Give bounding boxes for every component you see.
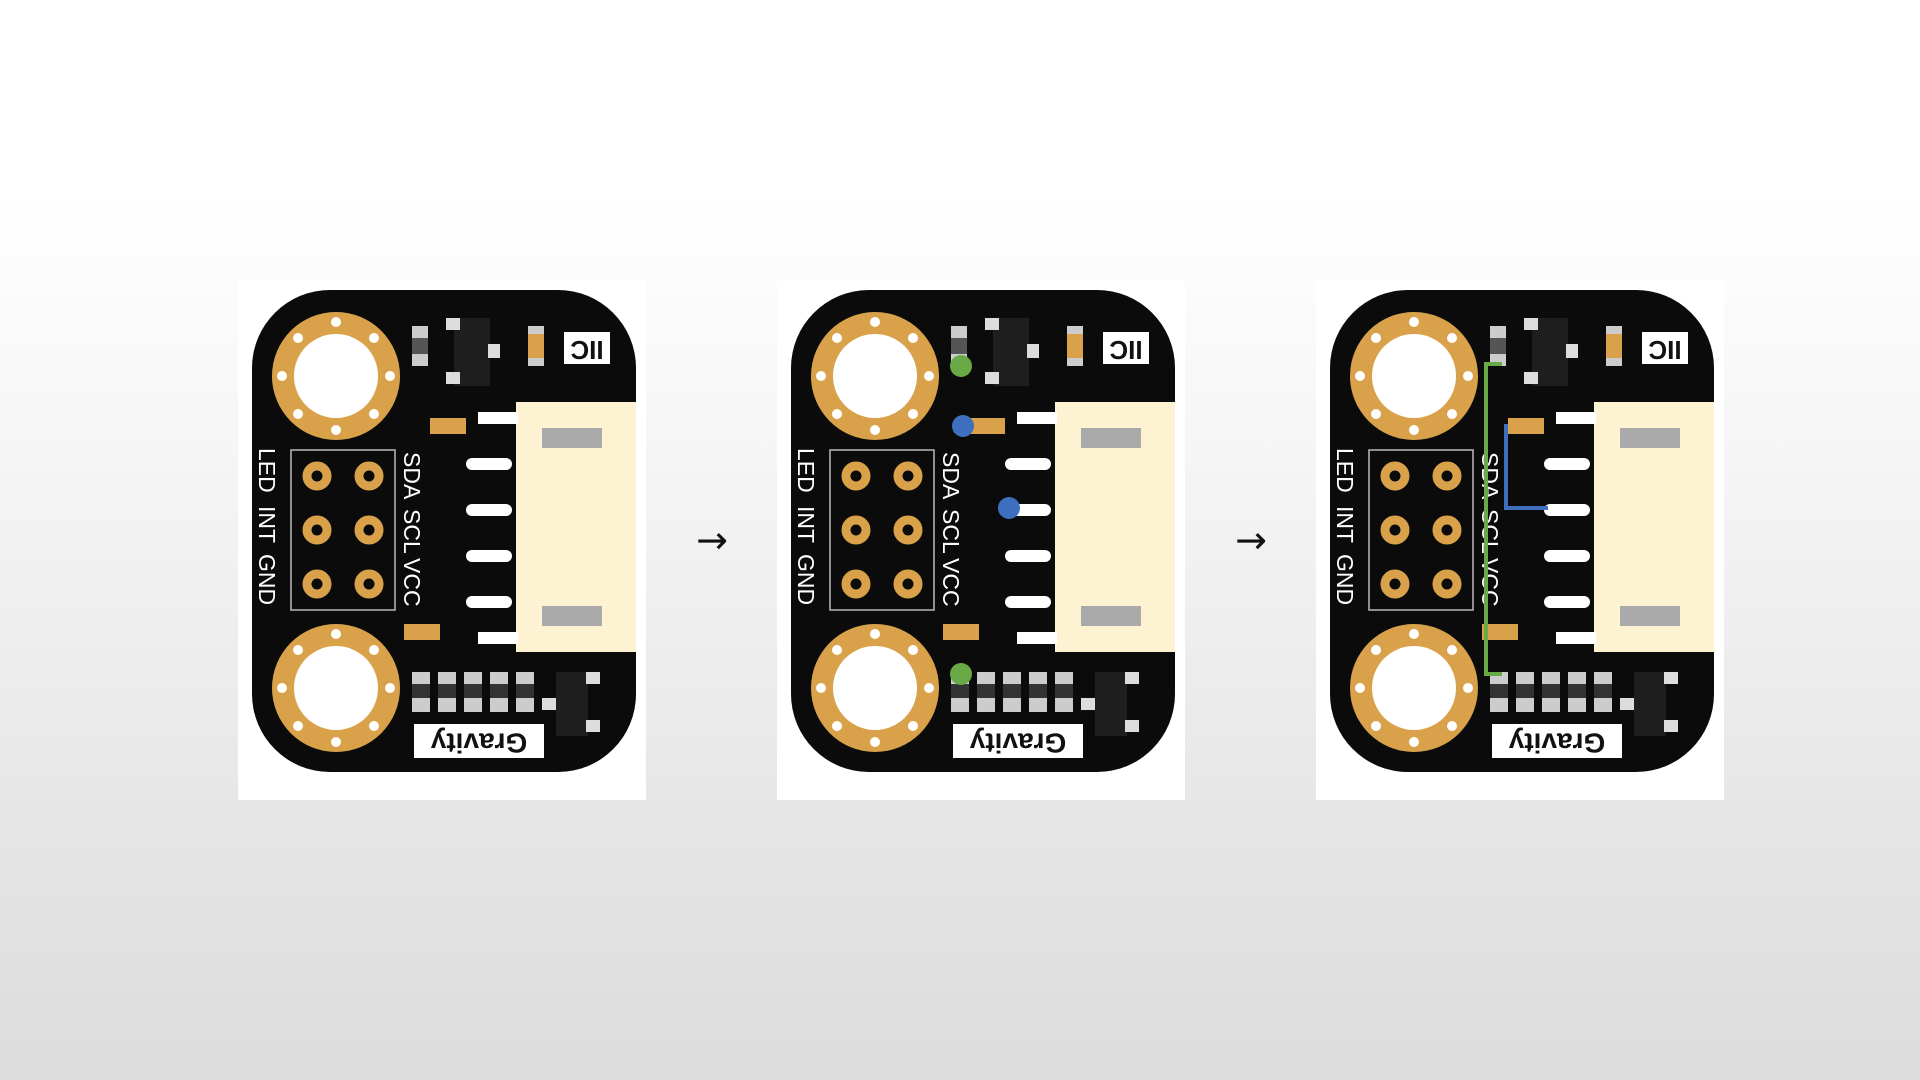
iic-label-box — [1103, 332, 1149, 364]
header-pads — [1380, 461, 1462, 599]
arrow-2: → — [1235, 518, 1267, 562]
iic-label: IIC — [1109, 335, 1142, 365]
mounting-hole-top — [272, 312, 400, 440]
header-outline — [1368, 449, 1474, 611]
label-int: INT — [254, 506, 280, 543]
gravity-label: Gravity — [1508, 728, 1605, 759]
label-vcc: VCC — [938, 558, 964, 607]
label-sda: SDA — [938, 452, 964, 500]
resistor-bottom — [1482, 624, 1518, 640]
label-scl: SCL — [399, 509, 425, 554]
label-vcc: VCC — [399, 558, 425, 607]
header-outline — [829, 449, 935, 611]
jst-connector — [1005, 402, 1175, 652]
header-outline — [290, 449, 396, 611]
gravity-label: Gravity — [430, 728, 527, 759]
mounting-hole-top — [1350, 312, 1478, 440]
board-panel-step-3: LED INT GND SDA SCL VCC IIC — [1316, 280, 1724, 800]
label-scl: SCL — [1477, 509, 1503, 554]
mounting-hole-bottom — [1350, 624, 1478, 752]
label-scl: SCL — [938, 509, 964, 554]
resistor-bottom — [404, 624, 440, 640]
header-pads — [302, 461, 384, 599]
green-marker-bottom — [950, 663, 972, 685]
label-int: INT — [793, 506, 819, 543]
top-components — [412, 318, 544, 386]
resistor-top — [430, 418, 466, 434]
blue-wire — [1504, 424, 1548, 510]
arrow-1: → — [696, 518, 728, 562]
label-sda: SDA — [399, 452, 425, 500]
label-gnd: GND — [1332, 554, 1358, 605]
iic-label-box — [1642, 332, 1688, 364]
jst-connector — [466, 402, 636, 652]
label-led: LED — [793, 448, 819, 493]
green-wire — [1484, 362, 1502, 676]
iic-label: IIC — [570, 335, 603, 365]
gravity-label-box — [953, 724, 1083, 758]
jst-connector — [1544, 402, 1714, 652]
sensor-board-1: LED INT GND SDA SCL VCC IIC — [252, 290, 636, 772]
header-pads — [841, 461, 923, 599]
sensor-board-2: LED INT GND SDA SCL VCC IIC — [791, 290, 1175, 772]
label-sda: SDA — [1477, 452, 1503, 500]
blue-marker-top — [952, 415, 974, 437]
resistor-top — [1508, 418, 1544, 434]
label-gnd: GND — [793, 554, 819, 605]
bottom-transistor — [1081, 672, 1139, 736]
top-components — [1490, 318, 1622, 386]
label-led: LED — [254, 448, 280, 493]
label-vcc: VCC — [1477, 558, 1503, 607]
gravity-label: Gravity — [969, 728, 1066, 759]
board-panel-step-2: LED INT GND SDA SCL VCC IIC — [777, 280, 1185, 800]
sensor-board-3: LED INT GND SDA SCL VCC IIC — [1330, 290, 1714, 772]
bottom-transistor — [542, 672, 600, 736]
mounting-hole-top — [811, 312, 939, 440]
resistor-top — [969, 418, 1005, 434]
bottom-transistor — [1620, 672, 1678, 736]
label-gnd: GND — [254, 554, 280, 605]
board-panel-step-1: LED INT GND SDA SCL VCC IIC — [238, 280, 646, 800]
gravity-label-box — [1492, 724, 1622, 758]
label-led: LED — [1332, 448, 1358, 493]
resistor-bottom — [943, 624, 979, 640]
green-marker-top — [950, 355, 972, 377]
mounting-hole-bottom — [811, 624, 939, 752]
top-components — [951, 318, 1083, 386]
iic-label-box — [564, 332, 610, 364]
mounting-hole-bottom — [272, 624, 400, 752]
iic-label: IIC — [1648, 335, 1681, 365]
blue-marker-pin — [998, 497, 1020, 519]
label-int: INT — [1332, 506, 1358, 543]
gravity-label-box — [414, 724, 544, 758]
